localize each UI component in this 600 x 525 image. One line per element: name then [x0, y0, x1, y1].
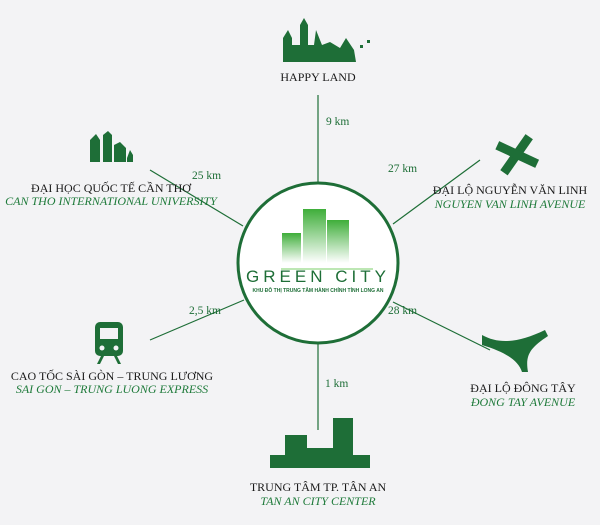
- highway-interchange-icon: [482, 330, 548, 372]
- expressway-distance: 2,5 km: [189, 305, 221, 317]
- expressway-title: CAO TỐC SÀI GÒN – TRUNG LƯƠNG: [10, 369, 214, 383]
- university-distance: 25 km: [192, 170, 222, 182]
- university-subtitle: CAN THO INTERNATIONAL UNIVERSITY: [5, 194, 217, 208]
- tan-an-subtitle: TAN AN CITY CENTER: [260, 494, 376, 508]
- line-dong-tay: [392, 301, 491, 351]
- city-center-icon: [270, 418, 370, 468]
- line-university: [149, 169, 244, 227]
- dong-tay-subtitle: ĐONG TAY AVENUE: [470, 395, 576, 409]
- green-city-logo-icon: [281, 209, 373, 270]
- dong-tay-distance: 28 km: [388, 305, 418, 317]
- buildings-icon: [90, 131, 133, 162]
- tan-an-distance: 1 km: [325, 378, 349, 390]
- university-title: ĐẠI HỌC QUỐC TẾ CẦN THƠ: [31, 181, 191, 195]
- happy-land-title: HAPPY LAND: [280, 70, 356, 84]
- line-nguyen-van-linh: [392, 159, 481, 225]
- road-intersection-icon: [495, 134, 540, 176]
- tan-an-title: TRUNG TÂM TP. TÂN AN: [249, 480, 387, 494]
- happy-land-distance: 9 km: [326, 116, 350, 128]
- line-expressway: [149, 299, 245, 341]
- green-city-title: GREEN CITY: [246, 267, 390, 286]
- nguyen-van-linh-distance: 27 km: [388, 163, 418, 175]
- expressway-subtitle: SAI GON – TRUNG LUONG EXPRESS: [15, 382, 209, 396]
- nguyen-van-linh-title: ĐẠI LỘ NGUYỄN VĂN LINH: [432, 183, 588, 197]
- city-skyline-icon: [283, 18, 370, 62]
- train-icon: [95, 322, 123, 364]
- nguyen-van-linh-subtitle: NGUYEN VAN LINH AVENUE: [434, 197, 586, 211]
- green-city-subtitle: KHU ĐÔ THỊ TRUNG TÂM HÀNH CHÍNH TỈNH LON…: [252, 288, 384, 294]
- dong-tay-title: ĐẠI LỘ ĐÔNG TÂY: [470, 381, 576, 395]
